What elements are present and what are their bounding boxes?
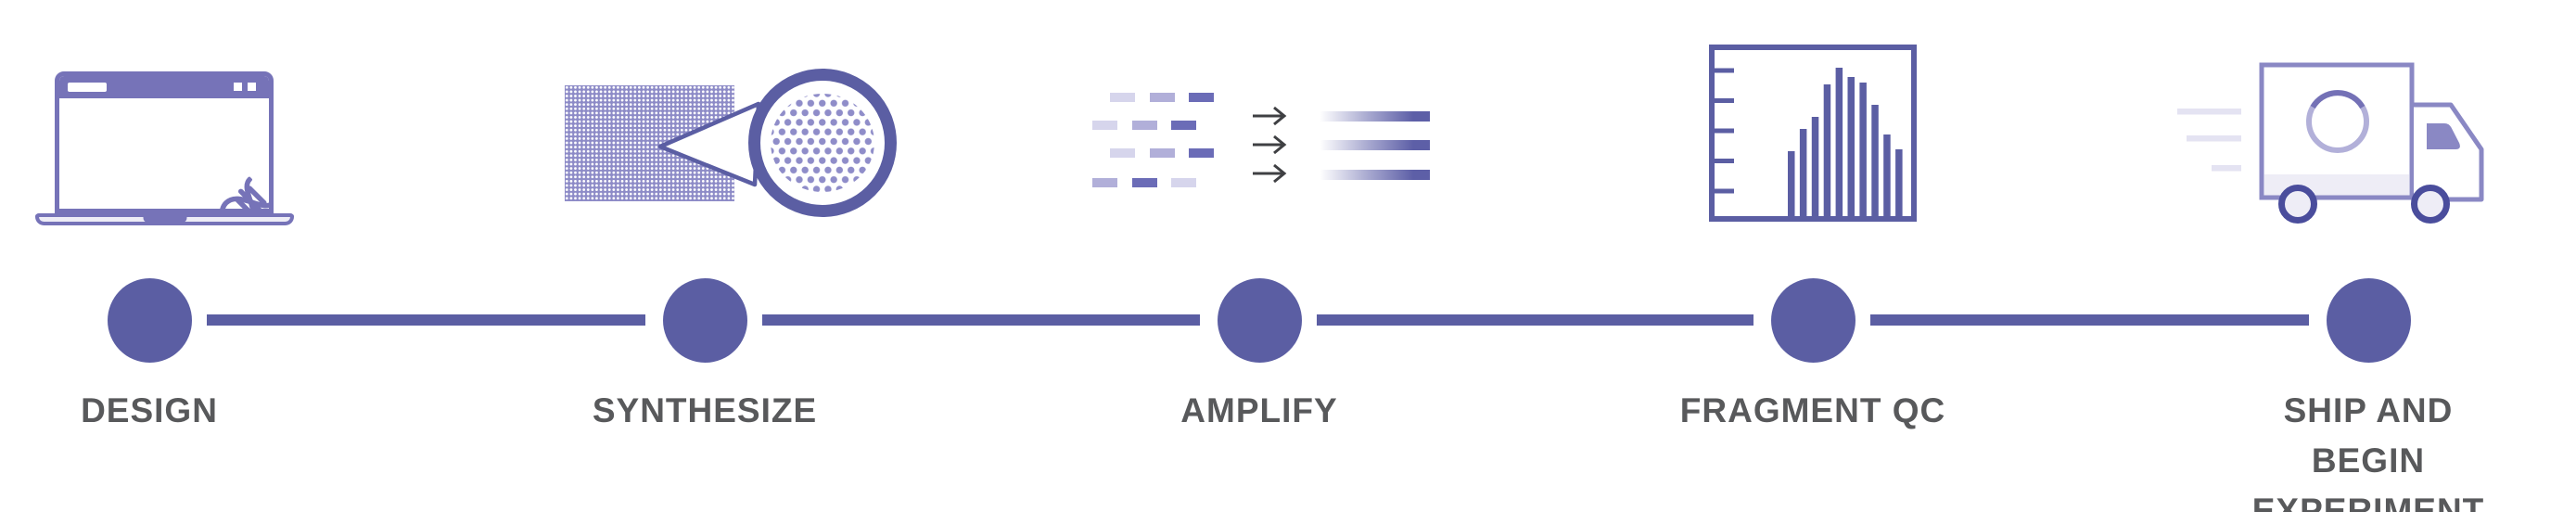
dna-fragment-dash xyxy=(1110,148,1135,158)
dna-fragment-dash xyxy=(1171,121,1196,130)
histogram-bar xyxy=(1871,105,1879,219)
amplified-product-bar xyxy=(1320,111,1430,122)
speed-lines xyxy=(2177,109,2241,172)
timeline-connector xyxy=(762,314,1200,326)
right-arrow-icon xyxy=(1253,106,1287,126)
amplified-product-bar xyxy=(1320,140,1430,150)
histogram-bar xyxy=(1788,151,1795,219)
fragment-histogram-icon xyxy=(1709,45,1917,222)
dna-fragment-dash xyxy=(1149,93,1175,102)
browser-titlebar xyxy=(59,76,269,98)
laptop-base xyxy=(35,213,294,225)
step-label-fragment-qc: FRAGMENT QC xyxy=(1679,391,1946,429)
histogram-bar xyxy=(1883,134,1891,219)
timeline-node-design xyxy=(107,278,192,363)
cargo-circle-logo-arc xyxy=(2310,90,2366,109)
dna-fragment-dash xyxy=(1171,178,1196,187)
timeline-node-synthesize xyxy=(662,278,747,363)
right-arrow-icon xyxy=(1253,163,1287,184)
timeline-connector xyxy=(1870,314,2309,326)
dna-fragment-dash xyxy=(1189,93,1214,102)
histogram-bar xyxy=(1811,117,1819,219)
histogram-bar xyxy=(1835,68,1843,219)
step-label-design: DESIGN xyxy=(81,391,218,429)
amplified-product-bar xyxy=(1320,170,1430,180)
timeline-node-amplify xyxy=(1217,278,1302,363)
step-label-synthesize: SYNTHESIZE xyxy=(592,391,818,429)
laptop-screen xyxy=(55,71,274,213)
histogram-bar xyxy=(1859,83,1867,219)
dna-fragment-dash xyxy=(1092,121,1117,130)
magnifier-circle-icon xyxy=(748,69,897,217)
dna-fragment-dash xyxy=(1189,148,1214,158)
histogram-bar xyxy=(1895,149,1903,219)
titlebar-button xyxy=(248,83,256,91)
timeline-node-ship xyxy=(2326,278,2411,363)
front-wheel xyxy=(2411,185,2450,224)
histogram-bar xyxy=(1823,84,1831,219)
dna-helix-icon xyxy=(166,172,269,209)
oligo-dot-array xyxy=(771,94,874,192)
histogram-bar xyxy=(1847,77,1855,219)
rear-wheel xyxy=(2278,185,2317,224)
address-bar xyxy=(68,83,107,92)
dna-fragment-dash xyxy=(1110,93,1135,102)
histogram-bars xyxy=(1788,68,1903,219)
cab-window xyxy=(2427,123,2460,149)
delivery-truck-icon xyxy=(2177,62,2484,224)
titlebar-button xyxy=(234,83,242,91)
dna-fragment-dash xyxy=(1131,121,1157,130)
axis-ticks xyxy=(1715,68,1734,194)
timeline-connector xyxy=(207,314,645,326)
laptop-dna-icon xyxy=(0,0,315,241)
histogram-bar xyxy=(1799,129,1807,219)
dna-fragment-dash xyxy=(1149,148,1175,158)
dna-fragment-dash xyxy=(1131,178,1157,187)
step-label-ship: SHIP AND BEGIN EXPERIMENT xyxy=(2251,391,2485,512)
truck-cab xyxy=(2414,102,2484,202)
laptop-notch xyxy=(143,217,186,223)
step-label-amplify: AMPLIFY xyxy=(1180,391,1338,429)
dna-fragment-dash xyxy=(1092,178,1117,187)
right-arrow-icon xyxy=(1253,134,1287,155)
timeline-connector xyxy=(1317,314,1753,326)
timeline-node-fragment-qc xyxy=(1770,278,1855,363)
